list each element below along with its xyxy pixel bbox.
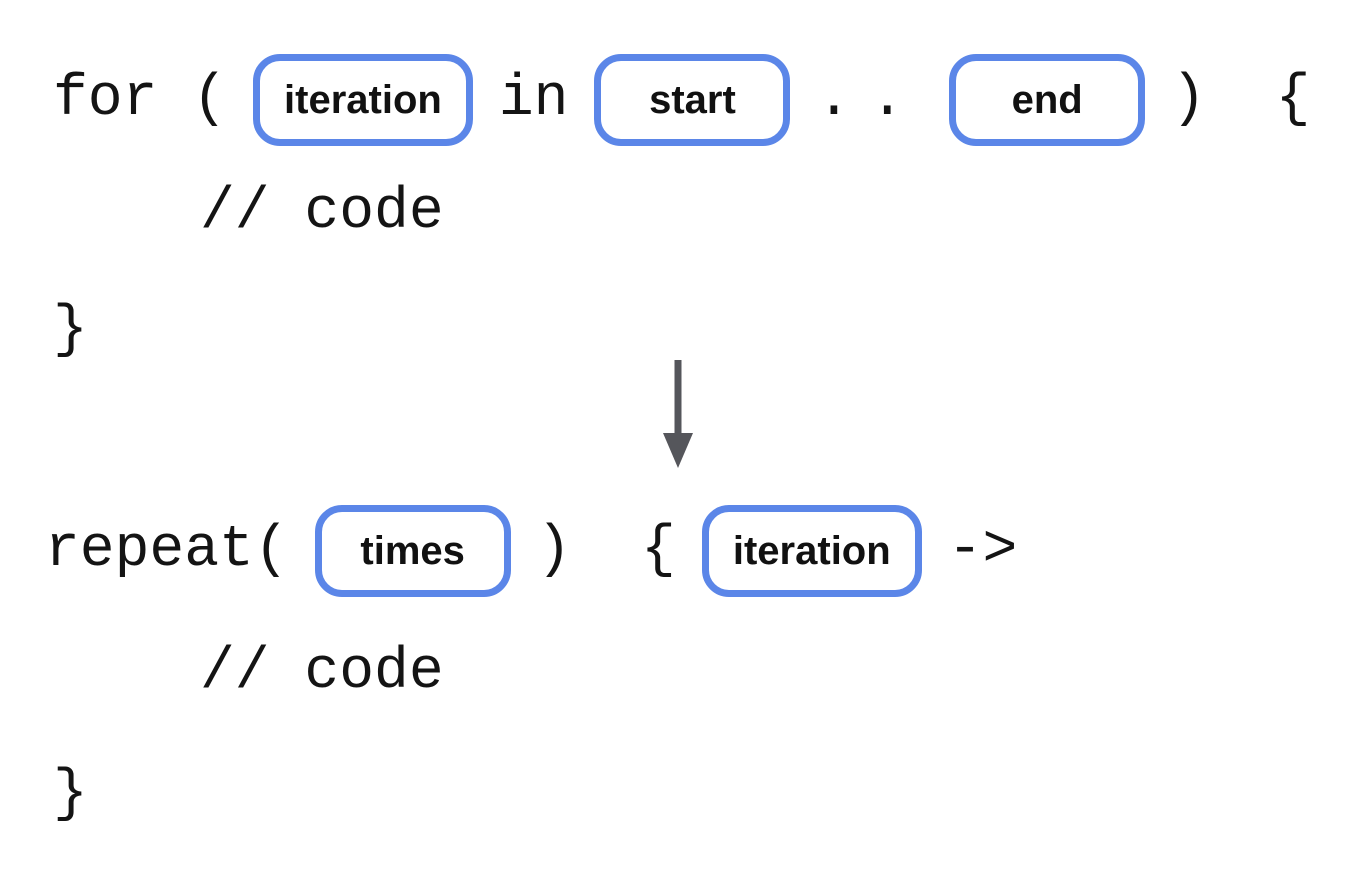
slot-start: start: [594, 54, 791, 146]
slot-end: end: [949, 54, 1146, 146]
slot-iteration-repeat-label: iteration: [732, 528, 891, 573]
range-operator: ..: [816, 67, 924, 132]
repeat-body-comment: // code: [200, 640, 444, 705]
for-closing-brace: }: [53, 298, 88, 363]
for-body-comment: // code: [200, 180, 444, 245]
repeat-mid-tokens: ) {: [536, 518, 676, 583]
slot-start-label: start: [649, 77, 736, 122]
for-loop-body-line: // code: [200, 178, 444, 248]
for-line-close-tokens: ) {: [1171, 67, 1311, 132]
in-keyword: in: [498, 67, 569, 132]
repeat-body-line: // code: [200, 638, 444, 708]
slot-iteration: iteration: [253, 54, 473, 146]
repeat-closing-line: }: [53, 760, 88, 830]
slot-end-label: end: [1011, 77, 1083, 122]
for-keyword: for (: [53, 67, 228, 132]
slot-times: times: [314, 505, 511, 597]
for-loop-header-line: for ( iteration in start .. end ) {: [53, 52, 1310, 148]
for-loop-closing-line: }: [53, 296, 88, 366]
slot-iteration-label: iteration: [284, 77, 442, 122]
repeat-keyword: repeat(: [45, 518, 289, 583]
lambda-arrow-operator: ->: [947, 518, 1018, 583]
repeat-header-line: repeat( times ) { iteration ->: [45, 503, 1017, 599]
slot-iteration-repeat: iteration: [701, 505, 922, 597]
repeat-closing-brace: }: [53, 762, 88, 827]
transform-arrow-icon: [655, 360, 701, 470]
slot-times-label: times: [360, 528, 465, 573]
